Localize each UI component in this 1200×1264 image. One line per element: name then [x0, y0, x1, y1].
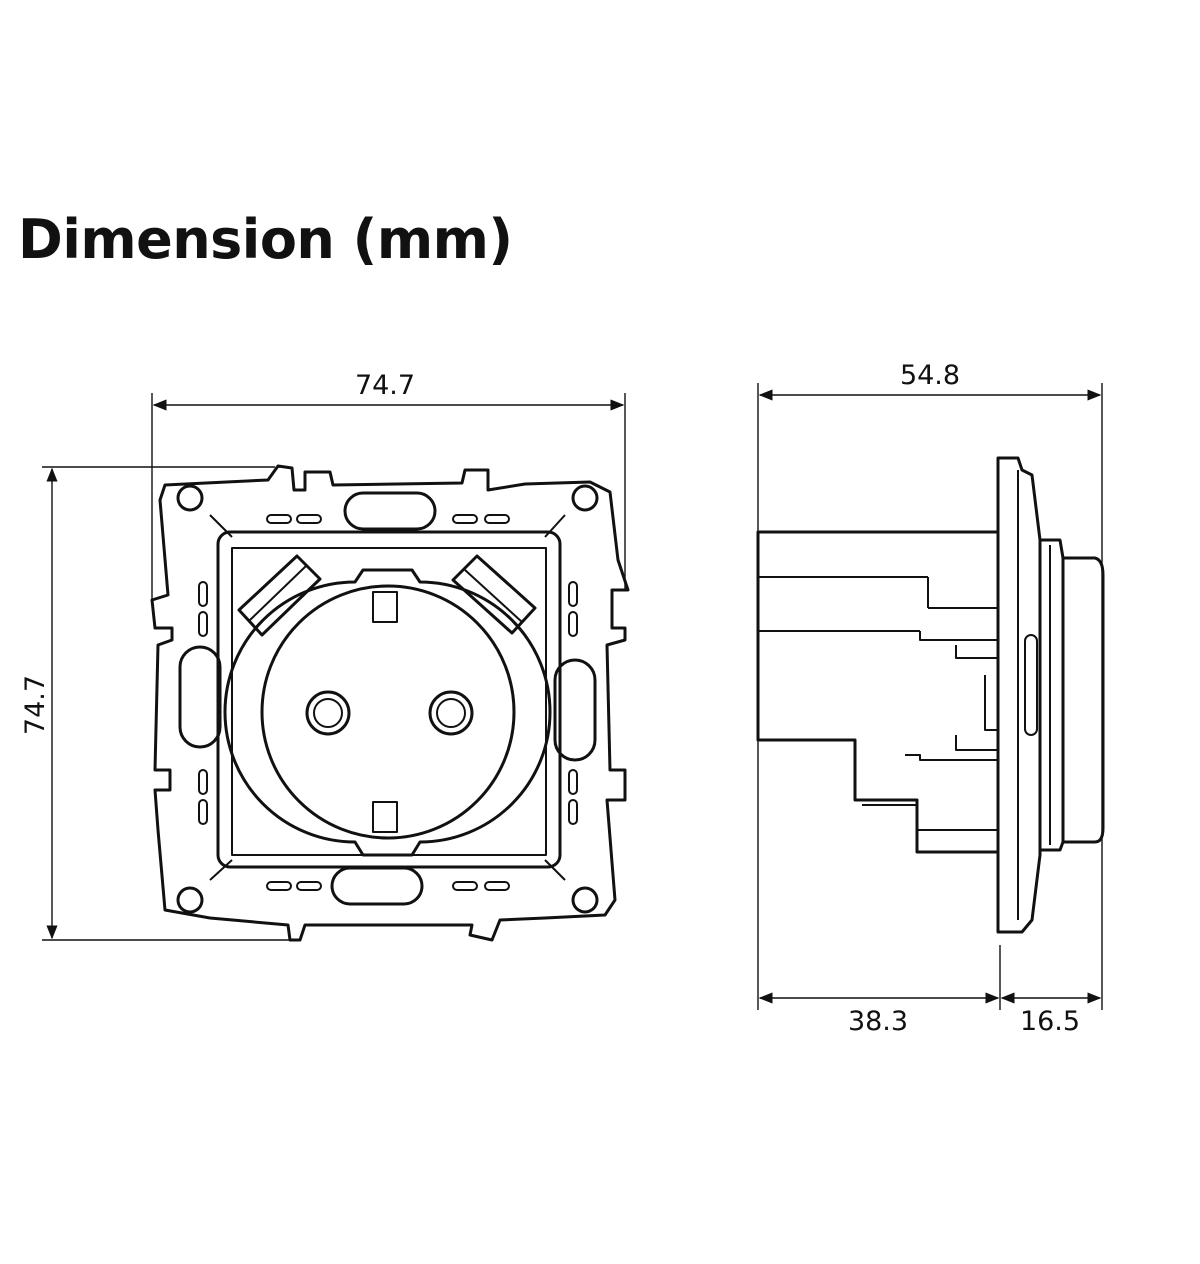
bottom-screw-slot [330, 866, 424, 906]
top-screw-slot [343, 491, 437, 531]
front-width-dimension: 74.7 [151, 370, 626, 600]
earth-clip-bottom [372, 801, 398, 833]
side-depth-label: 54.8 [900, 360, 960, 391]
usb-port-left [237, 554, 322, 637]
socket-front-view [150, 464, 630, 942]
front-height-label: 74.7 [20, 675, 51, 735]
pin-hole-left [305, 690, 351, 736]
socket-recess [223, 568, 552, 857]
front-width-label: 74.7 [355, 370, 415, 401]
left-screw-slot [178, 645, 222, 749]
socket-side-view [756, 456, 1105, 934]
front-depth-label: 16.5 [1020, 1006, 1080, 1037]
front-height-dimension: 74.7 [20, 466, 300, 941]
right-screw-slot [553, 658, 597, 762]
earth-clip-top [372, 591, 398, 623]
rear-depth-label: 38.3 [848, 1006, 908, 1037]
side-split-dimension: 38.3 16.5 [758, 992, 1102, 1037]
page-title: Dimension (mm) [18, 208, 513, 271]
usb-port-right [451, 554, 537, 635]
pin-hole-right [428, 690, 474, 736]
